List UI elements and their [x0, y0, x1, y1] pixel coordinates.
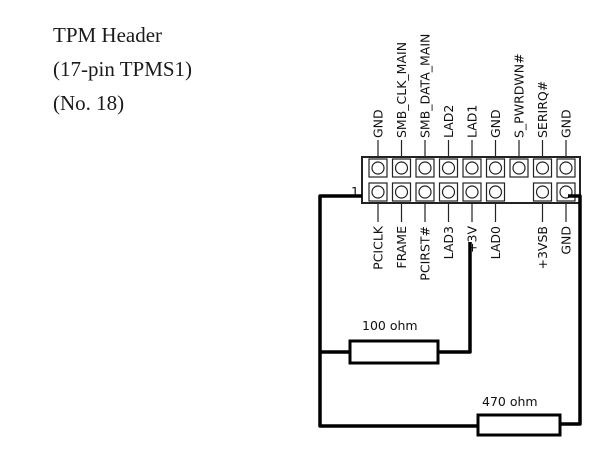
bottom-pin-label-1: PCICLK [371, 225, 386, 270]
wire-left-loop [318, 194, 478, 428]
bottom-pin-hole-5 [465, 185, 479, 199]
header-title: TPM Header [53, 23, 163, 47]
bottom-pin-hole-8 [535, 185, 550, 199]
bottom-pin-label-5: +3V [465, 226, 480, 253]
bottom-pin-label-2: FRAME [394, 226, 409, 269]
bottom-pin-hole-1 [371, 185, 385, 199]
bottom-pin-labels: PCICLK FRAME PCIRST# LAD3 +3V LAD0 +3VSB GND [371, 225, 574, 280]
top-pin-label-8: SERIRQ# [535, 81, 550, 138]
wire-r1-to-3v [438, 242, 472, 354]
top-pin-label-2: SMB_CLK_MAIN [394, 42, 409, 138]
top-pin-labels: GND SMB_CLK_MAIN SMB_DATA_MAIN LAD2 LAD1 GND S… [371, 34, 574, 138]
wire-r2-to-gnd [560, 194, 582, 426]
top-pin-hole-9 [559, 161, 573, 175]
top-pin-hole-7 [512, 161, 526, 175]
top-pin-label-9: GND [559, 109, 574, 138]
top-pin-hole-8 [535, 161, 550, 175]
bottom-pin-hole-2 [394, 185, 409, 199]
bottom-pin-hole-3 [418, 185, 432, 199]
top-pin-label-1: GND [371, 109, 386, 138]
top-pin-label-3: SMB_DATA_MAIN [418, 34, 433, 138]
header-subtitle: (17-pin TPMS1) [53, 57, 193, 81]
top-pin-hole-2 [394, 161, 409, 175]
top-pin-hole-6 [488, 161, 503, 175]
bottom-pin-label-9: GND [559, 226, 574, 255]
top-pin-hole-3 [418, 161, 432, 175]
top-pin-label-4: LAD2 [441, 105, 456, 138]
bottom-pin-hole-6 [488, 185, 503, 199]
bottom-pin-label-6: LAD0 [488, 226, 503, 259]
pin-grid [368, 140, 576, 222]
top-pin-hole-1 [371, 161, 385, 175]
resistor-100-ohm [348, 339, 440, 365]
top-pin-label-6: GND [488, 109, 503, 138]
resistor-470-ohm-label: 470 ohm [482, 394, 538, 409]
bottom-pin-label-8: +3VSB [535, 226, 550, 270]
header-number: (No. 18) [53, 91, 125, 115]
top-pin-hole-5 [465, 161, 479, 175]
bottom-pin-label-3: PCIRST# [418, 226, 433, 281]
title-block: TPM Header (17-pin TPMS1) (No. 18) [53, 18, 192, 120]
top-pin-hole-4 [441, 161, 456, 175]
pin1-marker: 1 [351, 184, 359, 199]
top-pin-label-7: S_PWRDWN# [512, 53, 527, 138]
resistor-100-ohm-label: 100 ohm [362, 318, 418, 333]
bottom-pin-label-4: LAD3 [441, 226, 456, 259]
connector-housing [361, 156, 581, 204]
resistor-470-ohm [476, 413, 562, 437]
top-pin-label-5: LAD1 [465, 105, 480, 138]
bottom-pin-hole-4 [441, 185, 456, 199]
